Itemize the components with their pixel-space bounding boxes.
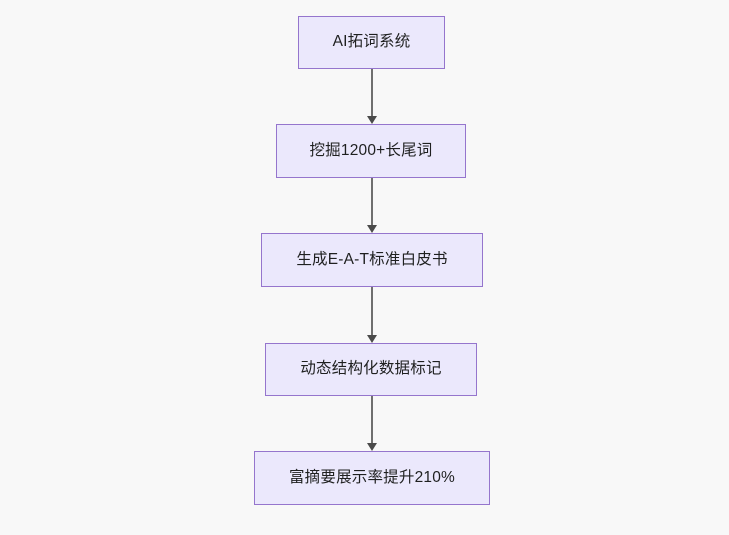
arrowhead-down-icon <box>367 224 377 233</box>
flowchart-node-label: 富摘要展示率提升210% <box>288 468 456 486</box>
flowchart-node-2[interactable]: 挖掘1200+长尾词 <box>276 124 466 178</box>
edge-node2-to-node3 <box>362 178 382 233</box>
arrowhead-down-icon <box>367 442 377 451</box>
edge-line <box>371 69 373 117</box>
edge-node4-to-node5 <box>362 396 382 451</box>
arrowhead-down-icon <box>367 115 377 124</box>
edge-node1-to-node2 <box>362 69 382 124</box>
edge-line <box>371 287 373 336</box>
flowchart-node-5[interactable]: 富摘要展示率提升210% <box>254 451 490 505</box>
flowchart-node-1[interactable]: AI拓词系统 <box>298 16 445 69</box>
flowchart-node-label: 挖掘1200+长尾词 <box>309 141 433 159</box>
arrowhead-down-icon <box>367 334 377 343</box>
flowchart-node-label: AI拓词系统 <box>332 33 411 51</box>
edge-line <box>371 178 373 226</box>
edge-line <box>371 396 373 444</box>
flowchart-node-4[interactable]: 动态结构化数据标记 <box>265 343 477 396</box>
flowchart-node-3[interactable]: 生成E-A-T标准白皮书 <box>261 233 483 287</box>
edge-node3-to-node4 <box>362 287 382 343</box>
flowchart-node-label: 生成E-A-T标准白皮书 <box>296 250 448 268</box>
flowchart-node-label: 动态结构化数据标记 <box>300 360 442 378</box>
